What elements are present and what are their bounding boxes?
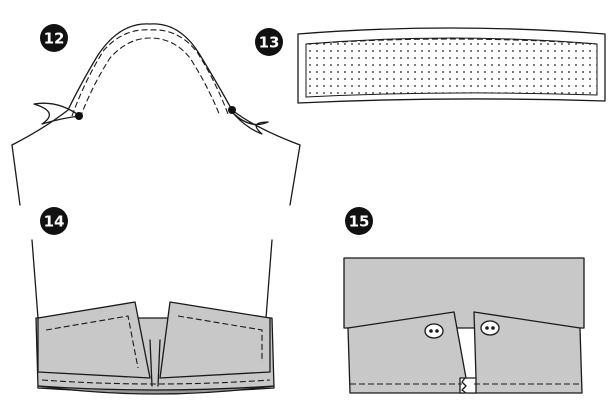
cuff-bottom-band bbox=[459, 377, 477, 394]
cuff-fold-line bbox=[305, 38, 598, 45]
sleeve-left-line bbox=[31, 239, 39, 319]
thread-tail-right bbox=[231, 111, 269, 135]
step-15-badge: 15 bbox=[345, 207, 373, 235]
step-12-badge: 12 bbox=[40, 24, 68, 52]
cuff-flap-right bbox=[159, 301, 271, 379]
cuff-interfacing-dotted bbox=[305, 37, 598, 98]
button-right bbox=[480, 320, 500, 336]
step-13-number: 13 bbox=[259, 34, 280, 52]
knot-dot-left bbox=[75, 112, 83, 120]
step-12-panel: 12 bbox=[11, 23, 301, 206]
sleeve-body bbox=[343, 257, 585, 329]
step-13-badge: 13 bbox=[255, 28, 283, 56]
step-15-number: 15 bbox=[349, 213, 370, 231]
cuff-flap-right-stitch bbox=[177, 315, 263, 362]
gathering-stitch-inner bbox=[79, 37, 221, 119]
sleeve-right-line bbox=[265, 239, 273, 319]
step-15-badge-circle bbox=[345, 207, 373, 235]
step-15-panel: 15 bbox=[343, 207, 585, 394]
step-14-panel: 14 bbox=[31, 207, 275, 395]
step-14-badge: 14 bbox=[40, 207, 68, 235]
step-13-panel: 13 bbox=[255, 27, 606, 104]
cuff-flap-left-stitch bbox=[45, 315, 139, 369]
step-14-badge-circle bbox=[40, 207, 68, 235]
placket-slit bbox=[149, 339, 161, 387]
button-left bbox=[424, 323, 444, 339]
step-14-number: 14 bbox=[44, 213, 65, 231]
step-13-badge-circle bbox=[255, 28, 283, 56]
cuff-hem-edge bbox=[37, 385, 275, 395]
gathering-stitch-outer bbox=[71, 29, 229, 117]
thread-tail-left bbox=[33, 102, 81, 125]
step-12-badge-circle bbox=[40, 24, 68, 52]
slit-zigzag bbox=[461, 377, 467, 394]
step-12-number: 12 bbox=[44, 30, 65, 48]
cuff-bottom-stitch bbox=[41, 379, 271, 385]
sleeve-left-side bbox=[11, 144, 21, 206]
cuff-flap-left bbox=[37, 301, 151, 379]
knot-dot-right bbox=[228, 106, 236, 114]
